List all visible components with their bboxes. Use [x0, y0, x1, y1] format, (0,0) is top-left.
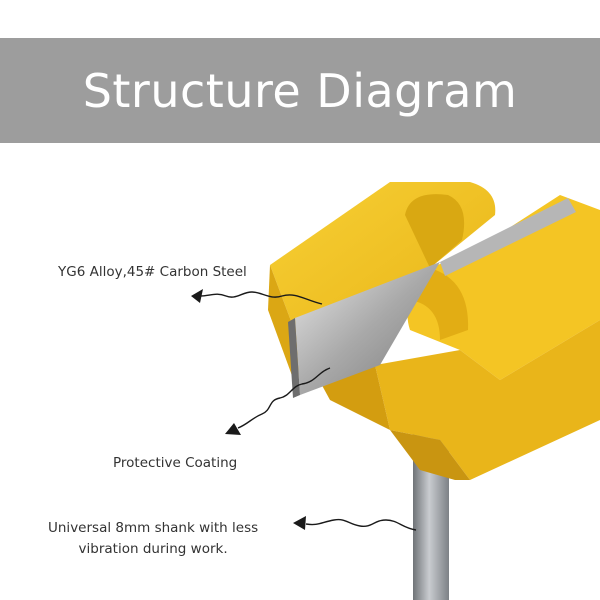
- coating-label: Protective Coating: [113, 455, 238, 471]
- shank-label: Universal 8mm shank with less vibration …: [48, 518, 258, 560]
- carbide-blade: [288, 198, 576, 398]
- shank-label-line1: Universal 8mm shank with less: [48, 520, 259, 536]
- leader-shank: [293, 516, 417, 531]
- leader-coating: [225, 367, 331, 435]
- material-label: YG6 Alloy,45# Carbon Steel: [58, 264, 247, 280]
- cutter-body: [268, 182, 600, 480]
- shank-label-line2: vibration during work.: [78, 541, 228, 557]
- leader-material: [191, 289, 323, 305]
- page-title: Structure Diagram: [82, 63, 518, 118]
- title-banner: Structure Diagram: [0, 38, 600, 143]
